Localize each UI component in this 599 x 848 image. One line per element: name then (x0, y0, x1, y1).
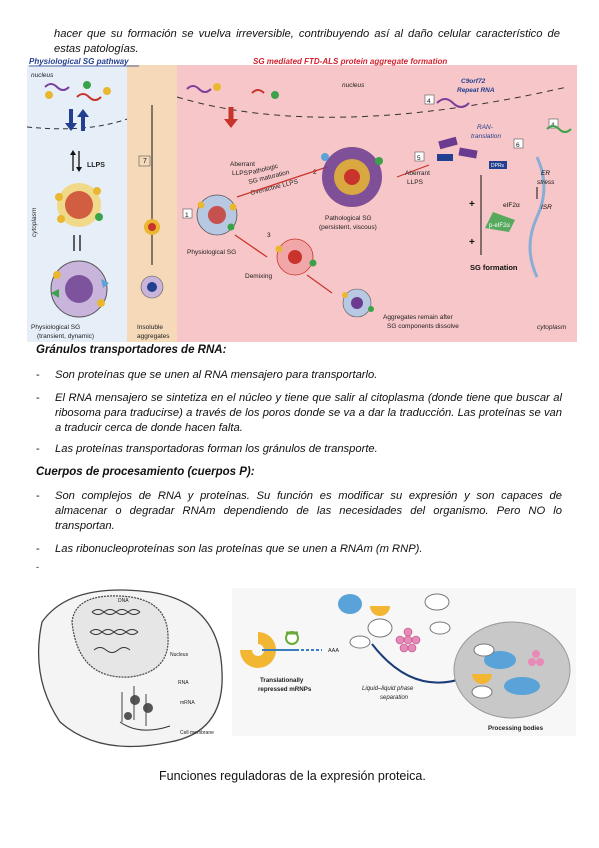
rna-protein-icons-right (186, 83, 279, 99)
dprs-box (489, 161, 507, 169)
er-label: ER (541, 170, 550, 177)
svg-text:+: + (469, 199, 475, 210)
aberrant-llps-1: Aberrant (230, 161, 255, 168)
section-heading-transport: Gránulos transportadores de RNA: (36, 344, 227, 356)
processing-bodies-figure: AAA Translationally repressed mRNPs Liqu… (232, 588, 576, 736)
top-paragraph: hacer que su formación se vuelva irrever… (54, 28, 560, 55)
list-item: - Son proteínas que se unen al RNA mensa… (36, 369, 378, 381)
physio-sg-caption-2: (transient, dynamic) (37, 333, 94, 340)
repressed-mrnp (240, 631, 322, 668)
c9orf72-label-1: C9orf72 (461, 78, 486, 85)
llps-label-2: separation (380, 695, 409, 701)
aggregates-remaining (342, 288, 374, 318)
nucleus-label-left: nucleus (31, 72, 54, 79)
insoluble-aggregate-icons (140, 219, 164, 299)
red-export-arrow (224, 107, 238, 128)
figure-caption: Funciones reguladoras de la expresión pr… (159, 769, 426, 783)
stray-dash: - (36, 562, 39, 572)
cytoplasm-label-right: cytoplasm (537, 324, 567, 331)
physio-sg-caption-1: Physiological SG (31, 324, 80, 331)
list-item: - Las proteínas transportadoras forman l… (36, 443, 378, 455)
llps-label-1: Liquid–liquid phase (362, 686, 414, 692)
aggregates-label-2: SG components dissolve (387, 323, 459, 330)
mrna-label: mRNA (180, 700, 195, 706)
cell-diagram: DNA Nucleus RNA mRNA Cell membrane (37, 589, 223, 748)
aberrant-llps2-1: Aberrant (405, 170, 430, 177)
step-7-label: 7 (143, 158, 147, 165)
aberrant-llps-2: LLPS (232, 170, 249, 177)
list-item: - Son complejos de RNA y proteínas. Su f… (36, 490, 562, 532)
left-title: Physiological SG pathway (29, 57, 129, 66)
ran-label-1: RAN- (477, 124, 494, 131)
physio-sg-label-right: Physiological SG (187, 249, 236, 256)
rna-label: RNA (178, 680, 189, 686)
processing-body-droplet (453, 621, 571, 719)
demixing-sg (275, 238, 317, 276)
list-item: - Las ribonucleoproteínas son las proteí… (36, 543, 423, 555)
physiological-sg-right (196, 194, 238, 236)
ran-label-2: translation (471, 133, 501, 140)
insoluble-label-1: Insoluble (137, 324, 163, 331)
sg-pathway-figure: Physiological SG pathway SG mediated FTD… (27, 57, 577, 342)
p-eif2a-shape (485, 212, 515, 232)
translationally-label-1: Translationally (260, 677, 304, 684)
llps-label: LLPS (87, 162, 105, 169)
repeat-rna-icon (436, 98, 470, 108)
nucleus-outline (71, 595, 169, 678)
stress-label: stress (537, 179, 555, 186)
sg-arrows-left (73, 235, 81, 251)
aggregates-label-1: Aggregates remain after (383, 314, 454, 321)
step-2-label: 2 (313, 169, 317, 176)
insoluble-label-2: aggregates (137, 333, 170, 340)
stress-granule-left (55, 183, 103, 227)
pathological-sg (321, 147, 383, 207)
aberrant-llps2-2: LLPS (407, 179, 424, 186)
free-components (338, 593, 451, 649)
llps-arrows-left (70, 150, 82, 172)
svg-text:+: + (469, 237, 475, 248)
pathological-sg-label-1: Pathological SG (325, 215, 372, 222)
nucleus-label-right: nucleus (342, 82, 365, 89)
section-heading-pbodies: Cuerpos de procesamiento (cuerpos P): (36, 466, 255, 478)
er-membrane (528, 156, 546, 278)
list-item: - El RNA mensajero se sintetiza en el nú… (36, 392, 562, 434)
step-5-label: 5 (417, 155, 421, 162)
nucleus-label: Nucleus (170, 652, 189, 658)
physiological-sg-sphere (50, 260, 109, 318)
llps-arrow (371, 643, 465, 684)
aaa-label: AAA (328, 648, 339, 654)
rna-protein-icons-left (44, 81, 111, 101)
nuclear-export-arrows (65, 109, 89, 131)
dpr-blocks (437, 136, 478, 161)
dprs-label: DPRs (491, 163, 505, 169)
cytoplasm-label-left: cytoplasm (31, 207, 38, 237)
processing-bodies-label: Processing bodies (488, 725, 544, 732)
pink-cluster-icon (395, 627, 421, 653)
demixing-label: Demixing (245, 273, 272, 280)
p-eif2a-label: p-eIF2α (489, 223, 510, 229)
pathological-sg-label-2: (persistent, viscous) (319, 224, 377, 231)
isr-label: ISR (541, 204, 552, 211)
ribosomes (121, 686, 153, 726)
eif2a-label: eIF2α (503, 202, 520, 209)
step-3-label: 3 (267, 232, 271, 239)
step-4a-label: 4 (427, 98, 431, 105)
sg-formation-label: SG formation (470, 263, 518, 272)
translationally-label-2: repressed mRNPs (258, 686, 312, 693)
dna-label: DNA (118, 598, 129, 604)
c9orf72-label-2: Repeat RNA (457, 87, 495, 94)
step-6-label: 6 (516, 142, 520, 149)
cell-membrane-label: Cell membrane (180, 730, 214, 736)
dna-helix (89, 609, 141, 653)
step-1-label: 1 (185, 212, 189, 219)
right-title: SG mediated FTD-ALS protein aggregate fo… (253, 57, 447, 66)
